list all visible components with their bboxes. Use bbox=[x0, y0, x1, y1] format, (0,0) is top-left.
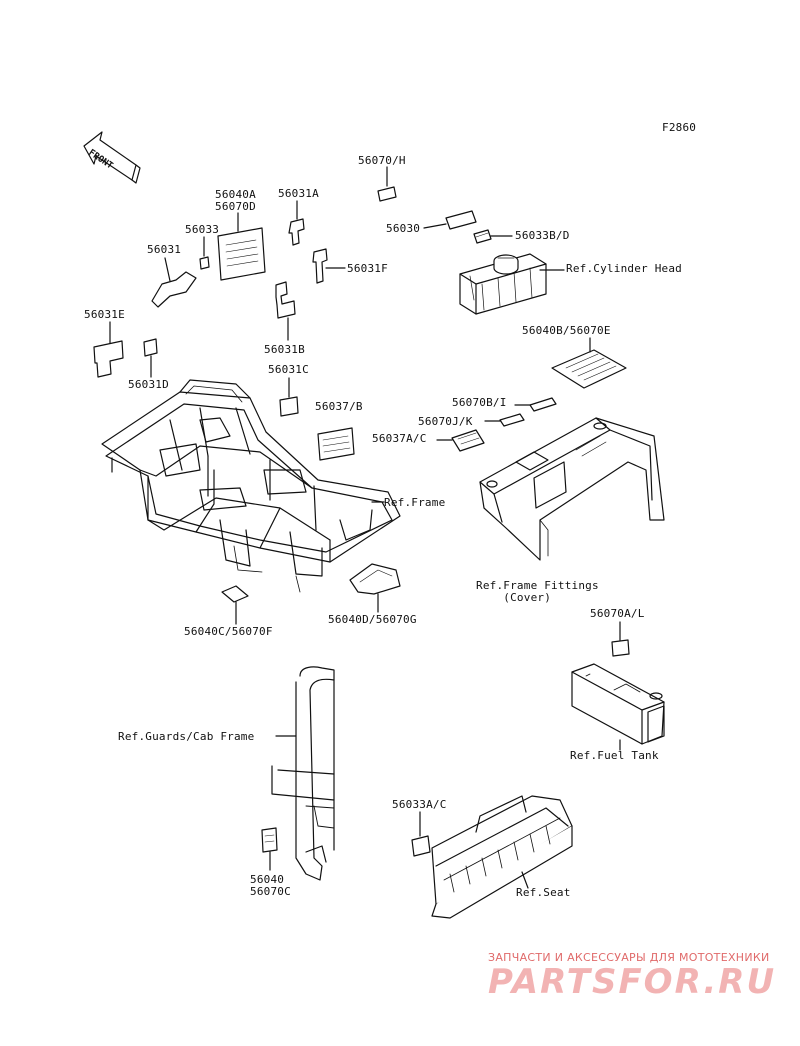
decal-56031d bbox=[143, 338, 158, 378]
decal-56070h bbox=[377, 166, 397, 202]
guards-cab-frame bbox=[271, 666, 335, 881]
part-label-56037ac: 56037A/C bbox=[372, 432, 427, 445]
fuel-tank bbox=[571, 663, 665, 751]
part-label-56040a: 56040A 56070D bbox=[215, 188, 256, 213]
decal-56040d bbox=[349, 563, 401, 613]
ref-frame: Ref.Frame bbox=[384, 496, 446, 509]
ref-seat: Ref.Seat bbox=[516, 886, 571, 899]
decal-56070al bbox=[611, 621, 630, 657]
part-label-56070jk: 56070J/K bbox=[418, 415, 473, 428]
decal-56070bi bbox=[514, 397, 557, 412]
part-label-56031: 56031 bbox=[147, 243, 182, 256]
decal-56031b bbox=[275, 281, 296, 341]
decal-56040c bbox=[221, 585, 249, 625]
ref-fuel-tank: Ref.Fuel Tank bbox=[570, 749, 659, 762]
decal-56031f bbox=[312, 248, 346, 284]
decal-56031e bbox=[93, 321, 124, 378]
part-label-56040: 56040 56070C bbox=[250, 873, 291, 898]
main-frame bbox=[101, 379, 401, 593]
frame-fittings-cover bbox=[479, 417, 665, 561]
part-label-56031a: 56031A bbox=[278, 187, 319, 200]
part-label-56040d: 56040D/56070G bbox=[328, 613, 417, 626]
watermark-tagline: ЗАПЧАСТИ И АКСЕССУАРЫ ДЛЯ МОТОТЕХНИКИ bbox=[488, 951, 770, 964]
part-label-56033: 56033 bbox=[185, 223, 220, 236]
decal-56037ac bbox=[436, 429, 485, 452]
part-label-56031b: 56031B bbox=[264, 343, 305, 356]
part-label-56030: 56030 bbox=[386, 222, 421, 235]
part-label-56070al: 56070A/L bbox=[590, 607, 645, 620]
ref-frame-fittings: Ref.Frame Fittings (Cover) bbox=[476, 579, 599, 604]
watermark-logo: PARTSFOR.RU bbox=[488, 962, 777, 1002]
part-label-56031c: 56031C bbox=[268, 363, 309, 376]
part-label-56040b: 56040B/56070E bbox=[522, 324, 611, 337]
part-label-56033ac: 56033A/C bbox=[392, 798, 447, 811]
cylinder-head bbox=[459, 253, 565, 315]
ref-cylinder-head: Ref.Cylinder Head bbox=[566, 262, 682, 275]
figure-code: F2860 bbox=[662, 121, 697, 134]
decal-56033ac bbox=[411, 811, 431, 857]
part-label-56033bd: 56033B/D bbox=[515, 229, 570, 242]
decal-56031c bbox=[279, 377, 299, 417]
decal-56040a bbox=[217, 212, 266, 281]
decal-56033 bbox=[199, 236, 210, 270]
decal-56037b bbox=[317, 427, 355, 461]
part-label-56037b: 56037/B bbox=[315, 400, 363, 413]
decal-56031 bbox=[151, 257, 197, 308]
decal-56030 bbox=[423, 210, 477, 230]
part-label-56031e: 56031E bbox=[84, 308, 125, 321]
decal-56031a bbox=[288, 200, 305, 246]
part-label-56070bi: 56070B/I bbox=[452, 396, 507, 409]
part-label-56070h: 56070/H bbox=[358, 154, 406, 167]
part-label-56031d: 56031D bbox=[128, 378, 169, 391]
part-label-56040c: 56040C/56070F bbox=[184, 625, 273, 638]
decal-56040b bbox=[551, 337, 627, 389]
part-label-56031f: 56031F bbox=[347, 262, 388, 275]
ref-guards-cab-frame: Ref.Guards/Cab Frame bbox=[118, 730, 255, 743]
decal-56040-cab bbox=[261, 827, 278, 871]
decal-56033bd bbox=[473, 229, 513, 244]
seat bbox=[431, 795, 573, 919]
decal-56070jk bbox=[484, 413, 525, 427]
front-arrow-icon bbox=[83, 131, 141, 184]
